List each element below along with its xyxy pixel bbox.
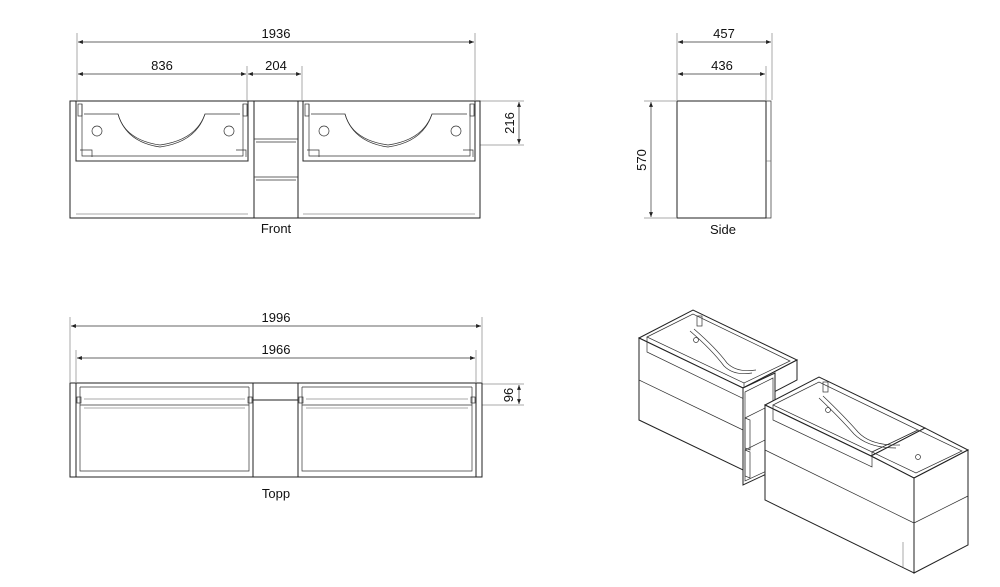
dim-front-left-width: 836 xyxy=(78,58,248,100)
top-view: 1996 1966 96 xyxy=(69,310,524,501)
dim-front-total-width: 1936 xyxy=(76,26,476,100)
top-label: Topp xyxy=(262,486,290,501)
dim-text-436: 436 xyxy=(711,58,733,73)
side-label: Side xyxy=(710,222,736,237)
dim-front-middle-width: 204 xyxy=(248,58,303,100)
dim-side-height: 570 xyxy=(634,100,676,219)
front-left-unit xyxy=(75,100,249,215)
front-middle-column xyxy=(253,100,299,219)
dim-text-836: 836 xyxy=(151,58,173,73)
top-right-unit xyxy=(297,382,477,478)
dim-text-457: 457 xyxy=(713,26,735,41)
dim-text-1996: 1996 xyxy=(262,310,291,325)
dim-text-96: 96 xyxy=(501,388,516,402)
isometric-view xyxy=(637,309,970,574)
front-label: Front xyxy=(261,221,292,236)
dim-text-570: 570 xyxy=(634,149,649,171)
dim-top-inner-width: 1966 xyxy=(75,342,477,382)
dim-front-height: 216 xyxy=(480,100,524,146)
dim-text-1966: 1966 xyxy=(262,342,291,357)
front-right-unit xyxy=(302,100,476,215)
dim-top-depth: 96 xyxy=(482,383,524,406)
top-left-unit xyxy=(75,382,254,478)
dim-text-1936: 1936 xyxy=(262,26,291,41)
front-view: 1936 836 204 216 xyxy=(69,26,524,236)
dim-top-total-width: 1996 xyxy=(69,310,483,382)
dim-side-depth-outer: 457 xyxy=(676,26,773,100)
iso-right-unit xyxy=(763,376,970,574)
side-view: 457 436 570 Side xyxy=(634,26,773,237)
dim-side-depth-inner: 436 xyxy=(678,58,767,100)
dim-text-216: 216 xyxy=(502,112,517,134)
dim-text-204: 204 xyxy=(265,58,287,73)
